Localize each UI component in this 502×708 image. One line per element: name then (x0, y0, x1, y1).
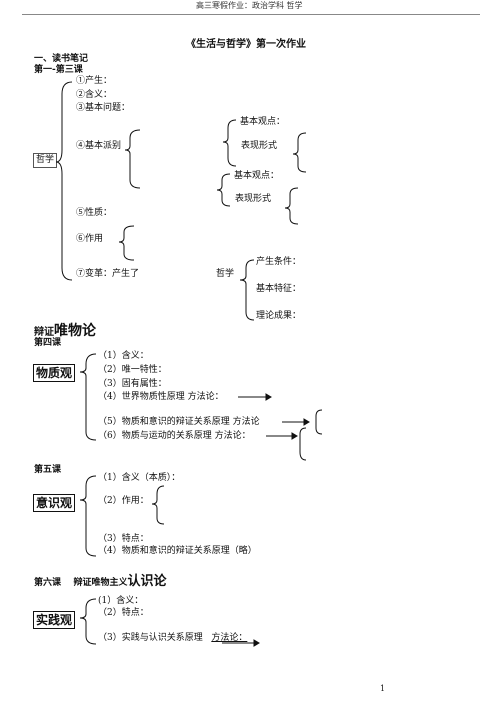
item-basic-question: ③基本问题： (76, 103, 131, 113)
lesson6-item3-method: 方法论： (211, 633, 248, 643)
brace-effect (151, 485, 165, 525)
page-number: 1 (380, 684, 386, 693)
lesson6-item1: (1）含义： (98, 596, 144, 606)
brace-revolution (239, 259, 255, 321)
lesson6-item3: （3）实践与认识关系原理 方法论： (98, 634, 247, 643)
form-2: 表现形式 (235, 194, 272, 204)
basic-view-2: 基本观点： (234, 171, 280, 181)
arrow-head-4 (265, 393, 272, 401)
brace-form-2 (284, 187, 299, 225)
lesson6-heading-part2: 认识论 (127, 574, 167, 589)
arrow-head-6 (291, 432, 298, 440)
lesson5-heading: 第五课 (34, 465, 62, 475)
item-origin: ①产生： (76, 76, 113, 86)
form-1: 表现形式 (241, 141, 278, 151)
arrow-head-7 (253, 639, 260, 647)
brace-lesson4 (79, 353, 97, 441)
brace-lesson6 (79, 598, 97, 645)
lesson5-item3: （3）特点： (98, 534, 149, 544)
lesson6-item2: （2）特点： (98, 608, 149, 618)
page-title: 《生活与哲学》第一次作业 (186, 39, 306, 50)
brace-method-6 (299, 427, 307, 461)
features: 基本特征： (256, 284, 302, 294)
philosophy-label: 哲学 (216, 269, 235, 279)
item-function: ⑥作用 (76, 234, 104, 244)
consciousness-view-box: 意识观 (33, 494, 76, 512)
brace-form-1 (292, 132, 307, 173)
item-meaning: ②含义： (76, 90, 113, 100)
brace-method-5 (315, 409, 323, 435)
lesson4-item1: （1）含义： (98, 351, 149, 361)
brace-school-2 (216, 173, 231, 207)
lesson5-item4: （4）物质和意识的辩证关系原理（略） (98, 546, 257, 556)
brace-school-1 (222, 119, 237, 167)
philosophy-box: 哲学 (33, 153, 58, 168)
lesson4-item4: （4）世界物质性原理 方法论： (98, 392, 224, 402)
item-revolution: ⑦变革：产生了 (76, 269, 140, 279)
dialectic-heading-part1: 辩证 (34, 327, 54, 338)
item-basic-schools: ④基本派别 (76, 141, 122, 151)
page-header: 高三寒假作业：政治学科 哲学 (196, 1, 303, 10)
conditions: 产生条件： (256, 257, 302, 267)
brace-lesson5 (79, 475, 97, 557)
dialectic-heading-part2: 唯物论 (54, 323, 96, 339)
practice-view-box: 实践观 (33, 611, 76, 629)
lesson4-item2: （2）唯一特性： (98, 365, 167, 375)
brace-philosophy (55, 81, 73, 281)
lesson4-item6: （6）物质与运动的关系原理 方法论： (98, 431, 251, 441)
lesson-range-heading: 第一-第三课 (34, 65, 83, 75)
matter-view-box: 物质观 (33, 364, 76, 382)
section-heading: 一、读书笔记 (34, 54, 89, 64)
lesson5-item2: （2）作用： (98, 496, 149, 506)
dialectic-heading: 辩证唯物论 (34, 322, 96, 338)
lesson6-heading: 第六课 辩证唯物主义认识论 (34, 572, 167, 588)
arrow-head-5 (303, 418, 310, 426)
item-nature: ⑤性质： (76, 208, 113, 218)
lesson5-item1: （1）含义（本质）： (98, 473, 181, 483)
lesson6-item3-text: （3）实践与认识关系原理 (98, 633, 212, 643)
brace-schools (124, 129, 141, 189)
basic-view-1: 基本观点： (240, 117, 286, 127)
lesson4-item3: （3）固有属性： (98, 379, 167, 389)
brace-function (118, 225, 135, 261)
lesson6-heading-part1: 第六课 辩证唯物主义 (34, 578, 128, 588)
lesson4-heading: 第四课 (34, 338, 62, 348)
lesson4-item5: （5）物质和意识的辩证关系原理 方法论 (98, 417, 260, 427)
theory-results: 理论成果： (256, 311, 302, 321)
header-divider (22, 14, 480, 15)
